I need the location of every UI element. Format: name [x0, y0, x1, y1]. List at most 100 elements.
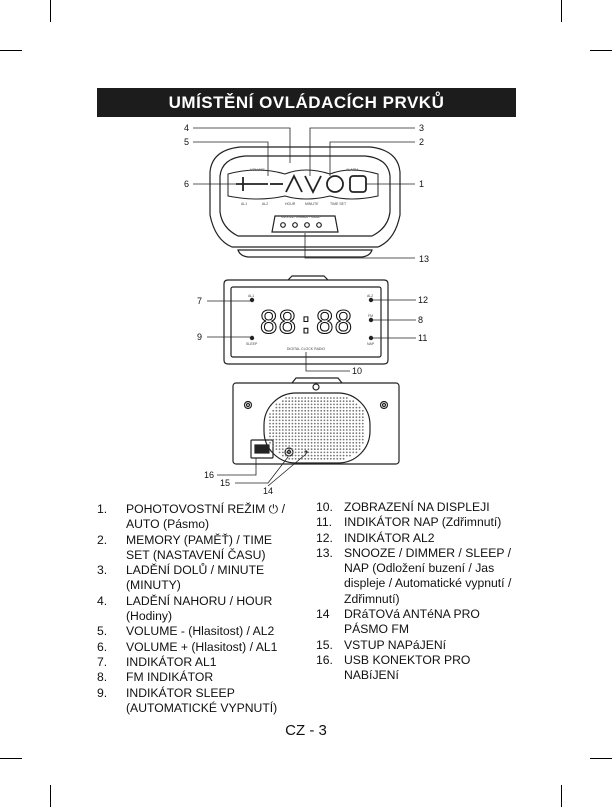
item-number: 12.: [316, 530, 333, 545]
item-number: 3.: [97, 563, 108, 578]
front-leader-lines: [207, 299, 416, 372]
list-item: 12. INDIKÁTOR AL2: [316, 531, 526, 546]
top-panel-label: TIME SET: [330, 202, 347, 206]
top-panel-label: MINUTE: [305, 202, 319, 206]
item-number: 15.: [316, 637, 333, 652]
item-number: 8.: [97, 670, 108, 685]
list-item: 7. INDIKÁTOR AL1: [97, 655, 297, 670]
display-digits: 88:88: [259, 305, 352, 341]
top-leader-lines: [193, 127, 415, 259]
item-text: VOLUME + (Hlasitost) / AL1: [126, 639, 278, 654]
front-indicators: [249, 297, 374, 341]
item-number: 11.: [316, 515, 333, 530]
top-panel-label: ALARM: [346, 168, 358, 172]
item-text: VSTUP NAPáJENí: [344, 637, 447, 652]
item-number: 9.: [97, 685, 108, 700]
item-number: 6.: [97, 639, 108, 654]
list-item: 5. VOLUME - (Hlasitost) / AL2: [97, 624, 297, 639]
item-text: LADĚNÍ NAHORU / HOUR (Hodiny): [126, 593, 273, 624]
crop-mark: [50, 785, 51, 807]
top-panel-label: SNOOZE / DIMMER / SLEEP: [281, 215, 321, 219]
crop-mark: [561, 785, 562, 807]
item-text: LADĚNÍ DOLŮ / MINUTE (MINUTY): [126, 563, 265, 593]
list-item: 15. VSTUP NAPáJENí: [316, 638, 526, 653]
list-item: 2. MEMORY (PAMĚŤ) / TIME SET (NASTAVENÍ Č…: [97, 533, 297, 564]
crop-mark: [0, 758, 22, 759]
display-label: NAP: [367, 342, 375, 346]
callout-number: 14: [263, 486, 273, 496]
list-item: 9. INDIKÁTOR SLEEP (AUTOMATICKÉ VYPNUTÍ): [97, 686, 297, 717]
list-item: 16. USB KONEKTOR PRO NABíJENí: [316, 653, 526, 684]
item-number: 10.: [316, 500, 333, 514]
page-title: UMÍSTĚNÍ OVLÁDACÍCH PRVKŮ: [168, 92, 445, 112]
callout-number: 3: [419, 123, 424, 133]
item-text: VOLUME - (Hlasitost) / AL2: [126, 624, 275, 639]
list-item: 14 DRáTOVá ANTéNA PRO PÁSMO FM: [316, 607, 526, 638]
display-label: SLEEP: [246, 342, 258, 346]
title-bar: UMÍSTĚNÍ OVLÁDACÍCH PRVKŮ: [97, 88, 516, 117]
top-panel-labels: VOLUME AL1 AL2 HOUR MINUTE TIME SET ALAR…: [241, 168, 358, 219]
item-text: FM INDIKÁTOR: [126, 670, 214, 685]
crop-mark: [590, 758, 612, 759]
item-number: 4.: [97, 593, 108, 608]
item-text: INDIKÁTOR AL2: [344, 530, 435, 545]
list-item: 13.SNOOZE / DIMMER / SLEEP / NAP (Odlože…: [316, 546, 526, 607]
item-text: INDIKÁTOR AL1: [126, 654, 217, 669]
device-illustration: VOLUME AL1 AL2 HOUR MINUTE TIME SET ALAR…: [184, 123, 429, 496]
crop-mark: [590, 50, 612, 51]
parts-list-left: 1. POHOTOVOSTNÍ REŽIM ⏻ / AUTO (Pásmo) 2. M…: [97, 502, 297, 716]
item-text: ZOBRAZENÍ NA DISPLEJI: [344, 500, 490, 514]
list-item: 4. LADĚNÍ NAHORU / HOUR (Hodiny): [97, 594, 297, 625]
callout-number: 2: [419, 137, 424, 147]
front-callouts: 7 9 12 8 11 10: [197, 295, 428, 376]
item-number: 2.: [97, 532, 108, 547]
top-panel-label: HOUR: [285, 202, 296, 206]
page-number: CZ - 3: [285, 722, 327, 739]
top-panel-label: AL1: [241, 202, 247, 206]
back-callouts: 16 15 14: [204, 470, 273, 496]
display-label: AL1: [248, 294, 254, 298]
callout-number: 11: [418, 333, 427, 343]
callout-number: 6: [184, 179, 189, 189]
callout-number: 12: [418, 295, 428, 305]
top-callouts: 4 5 3 2 6 1 13: [184, 123, 429, 264]
display-label: FM: [368, 314, 373, 318]
crop-mark: [50, 0, 51, 22]
callout-number: 5: [184, 137, 189, 147]
item-number: 7.: [97, 654, 108, 669]
parts-list-right: 10. ZOBRAZENÍ NA DISPLEJI 11. INDIKÁTOR NAP…: [316, 500, 526, 684]
list-item: 11. INDIKÁTOR NAP (Zdřimnutí): [316, 515, 526, 530]
callout-number: 15: [220, 478, 230, 488]
item-text: DRáTOVá ANTéNA PRO PÁSMO FM: [344, 607, 480, 637]
list-item: 8. FM INDIKÁTOR: [97, 670, 297, 685]
crop-mark: [0, 50, 22, 51]
list-item: 10. ZOBRAZENÍ NA DISPLEJI: [316, 500, 526, 515]
item-text: INDIKÁTOR SLEEP (AUTOMATICKÉ VYPNUTÍ): [126, 685, 278, 715]
top-view: [209, 146, 401, 258]
front-small-labels: DIGITAL CLOCK RADIO AL1 AL2 FM NAP SLEEP: [246, 294, 375, 351]
back-view: [232, 377, 400, 465]
top-panel-label: VOLUME: [250, 168, 265, 172]
item-text: USB KONEKTOR PRO NABíJENí: [344, 652, 471, 683]
callout-number: 1: [419, 179, 424, 189]
item-text: INDIKÁTOR NAP (Zdřimnutí): [344, 515, 502, 530]
callout-number: 13: [419, 254, 429, 264]
list-item: 6. VOLUME + (Hlasitost) / AL1: [97, 640, 297, 655]
item-text: MEMORY (PAMĚŤ) / TIME SET (NASTAVENÍ ČAS…: [126, 532, 273, 562]
callout-number: 9: [197, 332, 202, 342]
top-panel-label: AL2: [262, 202, 268, 206]
item-text: POHOTOVOSTNÍ REŽIM ⏻ / AUTO (Pásmo): [126, 502, 286, 532]
item-number: 1.: [97, 502, 108, 516]
display-label: AL2: [367, 294, 373, 298]
callout-number: 16: [204, 470, 214, 480]
item-number: 16.: [316, 652, 333, 667]
item-number: 13.: [316, 545, 333, 560]
list-item: 1. POHOTOVOSTNÍ REŽIM ⏻ / AUTO (Pásmo): [97, 502, 297, 533]
back-leader-lines: [217, 453, 307, 487]
item-number: 14: [316, 607, 330, 622]
callout-number: 4: [184, 123, 189, 133]
item-number: 5.: [97, 624, 108, 639]
speaker-grille: [269, 397, 364, 460]
callout-number: 7: [197, 296, 202, 306]
list-item: 3. LADĚNÍ DOLŮ / MINUTE (MINUTY): [97, 563, 297, 594]
